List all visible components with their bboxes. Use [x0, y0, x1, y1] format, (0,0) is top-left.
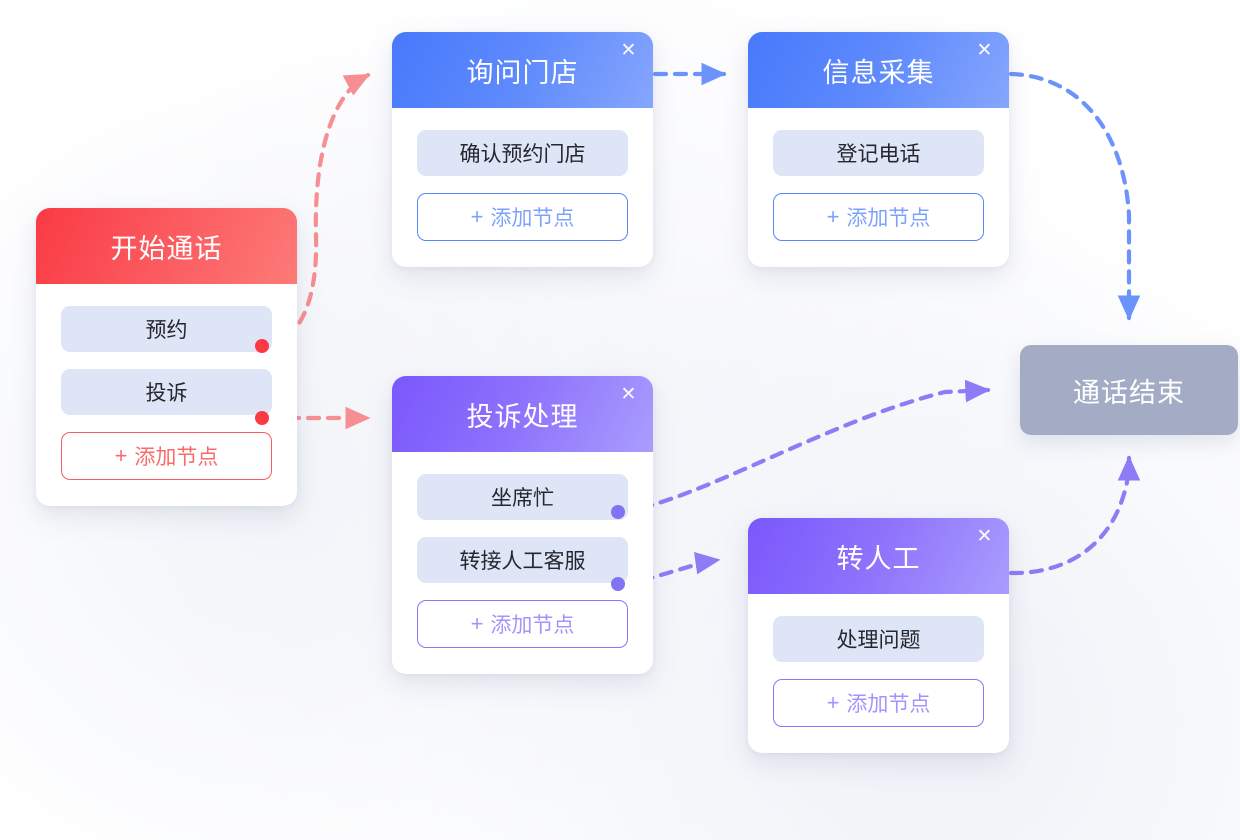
node-item-label: 转接人工客服 — [459, 550, 586, 573]
node-title: 开始通话 — [110, 233, 223, 264]
add-node-button[interactable]: + 添加节点 — [773, 193, 984, 241]
node-item-label: 坐席忙 — [491, 487, 554, 510]
node-body: 处理问题 + 添加节点 — [748, 594, 1009, 753]
node-header: 投诉处理 ✕ — [392, 376, 653, 452]
node-title: 询问门店 — [466, 57, 579, 88]
node-end-label: 通话结束 — [1073, 377, 1185, 408]
edge-busy-to-end — [619, 379, 991, 515]
node-header: 信息采集 ✕ — [748, 32, 1009, 108]
edge-endpoint-dot-transfer[interactable] — [611, 577, 625, 591]
node-item-chip[interactable]: 确认预约门店 — [417, 130, 628, 176]
node-header: 开始通话 — [36, 208, 297, 284]
plus-icon: + — [826, 690, 840, 715]
node-body: 坐席忙 转接人工客服 + 添加节点 — [392, 452, 653, 674]
node-item-chip[interactable]: 处理问题 — [773, 616, 984, 662]
node-item-chip[interactable]: 投诉 — [61, 369, 272, 415]
add-node-button[interactable]: + 添加节点 — [417, 600, 628, 648]
edge-endpoint-dot-complaint[interactable] — [255, 411, 269, 425]
add-node-label: 添加节点 — [846, 693, 931, 716]
node-item-chip[interactable]: 转接人工客服 — [417, 537, 628, 583]
add-node-label: 添加节点 — [846, 207, 931, 230]
plus-icon: + — [470, 611, 484, 636]
edge-info-to-end — [1008, 71, 1141, 321]
add-node-label: 添加节点 — [134, 446, 219, 469]
node-info[interactable]: 信息采集 ✕ 登记电话 + 添加节点 — [748, 32, 1009, 267]
node-complaint[interactable]: 投诉处理 ✕ 坐席忙 转接人工客服 + 添加节点 — [392, 376, 653, 674]
node-item-label: 预约 — [145, 319, 188, 342]
plus-icon: + — [114, 443, 128, 468]
node-header: 转人工 ✕ — [748, 518, 1009, 594]
plus-icon: + — [470, 204, 484, 229]
node-item-label: 登记电话 — [836, 143, 921, 166]
node-title: 转人工 — [836, 543, 921, 574]
node-store[interactable]: 询问门店 ✕ 确认预约门店 + 添加节点 — [392, 32, 653, 267]
add-node-button[interactable]: + 添加节点 — [61, 432, 272, 480]
close-icon[interactable]: ✕ — [976, 39, 994, 61]
node-item-chip[interactable]: 预约 — [61, 306, 272, 352]
add-node-button[interactable]: + 添加节点 — [417, 193, 628, 241]
node-agent[interactable]: 转人工 ✕ 处理问题 + 添加节点 — [748, 518, 1009, 753]
close-icon[interactable]: ✕ — [620, 39, 638, 61]
close-icon[interactable]: ✕ — [976, 525, 994, 547]
add-node-label: 添加节点 — [490, 614, 575, 637]
node-item-chip[interactable]: 登记电话 — [773, 130, 984, 176]
edge-endpoint-dot-busy[interactable] — [611, 505, 625, 519]
node-end[interactable]: 通话结束 — [1020, 345, 1238, 435]
edge-agent-to-end — [1008, 455, 1141, 576]
add-node-label: 添加节点 — [490, 207, 575, 230]
edge-endpoint-dot-appointment[interactable] — [255, 339, 269, 353]
node-body: 预约 投诉 + 添加节点 — [36, 284, 297, 506]
close-icon[interactable]: ✕ — [620, 383, 638, 405]
node-header: 询问门店 ✕ — [392, 32, 653, 108]
node-start[interactable]: 开始通话 预约 投诉 + 添加节点 — [36, 208, 297, 506]
node-item-label: 确认预约门店 — [459, 143, 586, 166]
add-node-button[interactable]: + 添加节点 — [773, 679, 984, 727]
node-title: 投诉处理 — [466, 401, 579, 432]
node-title: 信息采集 — [822, 57, 935, 88]
node-item-chip[interactable]: 坐席忙 — [417, 474, 628, 520]
node-body: 登记电话 + 添加节点 — [748, 108, 1009, 267]
plus-icon: + — [826, 204, 840, 229]
node-body: 确认预约门店 + 添加节点 — [392, 108, 653, 267]
node-item-label: 投诉 — [145, 382, 188, 405]
node-item-label: 处理问题 — [836, 629, 921, 652]
